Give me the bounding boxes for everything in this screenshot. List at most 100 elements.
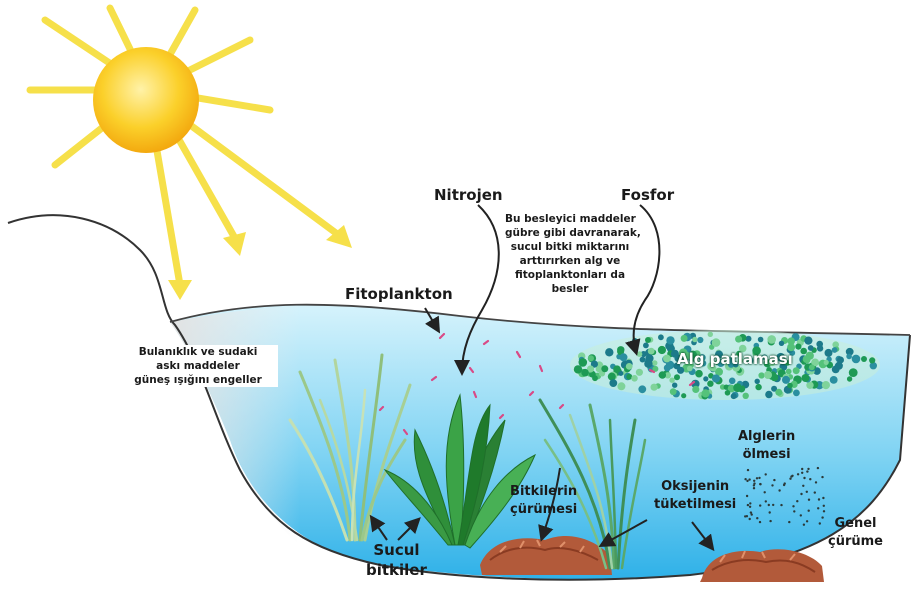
aquatic-plants-line: bitkiler: [366, 560, 427, 580]
dead-algae-dot: [749, 506, 751, 508]
algae-dot: [782, 376, 790, 384]
algae-dot: [640, 357, 646, 363]
dead-algae-dot: [818, 498, 820, 500]
aquatic-plants-label: Sucul bitkiler: [366, 540, 427, 580]
nutrient-note-line: besler: [505, 282, 635, 296]
algae-dot: [712, 374, 720, 382]
algae-dot: [824, 360, 829, 365]
algae-dot: [658, 334, 664, 340]
turbidity-note: Bulanıklık ve sudaki askı maddeler güneş…: [118, 345, 278, 387]
algae-dot: [672, 383, 677, 388]
dead-algae-dot: [806, 470, 808, 472]
algae-dot: [743, 393, 749, 399]
algae-dot: [746, 336, 752, 342]
algae-dot: [804, 337, 812, 345]
algae-dot: [708, 332, 713, 337]
algae-dot: [735, 336, 742, 343]
algae-dot: [702, 389, 710, 397]
dead-algae-dot: [759, 483, 761, 485]
algae-dot: [786, 369, 792, 375]
dead-algae-dot: [821, 516, 823, 518]
sun-rays: [30, 8, 352, 300]
dead-algae-dot: [764, 491, 766, 493]
dead-algae-dot: [809, 478, 811, 480]
algae-dot: [755, 384, 761, 390]
algae-dot: [733, 383, 742, 392]
algae-dot: [658, 346, 666, 354]
algae-dot: [758, 372, 764, 378]
algae-dot: [605, 348, 613, 356]
algae-death-line: ölmesi: [738, 446, 795, 464]
algae-dot: [830, 376, 838, 384]
algae-dot: [703, 376, 708, 381]
dead-algae-dot: [756, 477, 758, 479]
algae-dot: [802, 374, 810, 382]
plant-decay-line: çürümesi: [510, 501, 577, 519]
dead-algae-dot: [821, 476, 823, 478]
dead-algae-dot: [823, 505, 825, 507]
plant-decay-label: Bitkilerin çürümesi: [510, 483, 577, 519]
nutrient-note-line: sucul bitki miktarını: [505, 240, 635, 254]
algae-dot: [581, 369, 589, 377]
dead-algae-dot: [753, 487, 755, 489]
algae-dot: [852, 355, 861, 364]
algae-dot: [803, 355, 811, 363]
dead-algae-dot: [769, 520, 771, 522]
algae-dot: [637, 351, 643, 357]
dead-algae-dot: [756, 517, 758, 519]
dead-algae-dot: [771, 484, 773, 486]
dead-algae-dot: [768, 504, 770, 506]
algae-dot: [816, 341, 823, 348]
dead-algae-dot: [744, 478, 746, 480]
sun-icon: [93, 47, 199, 153]
dead-algae-dot: [806, 520, 808, 522]
dead-algae-dot: [749, 518, 751, 520]
dead-algae-dot: [746, 495, 748, 497]
algae-death-line: Alglerin: [738, 428, 795, 446]
algae-dot: [692, 386, 699, 393]
turbidity-note-line: Bulanıklık ve sudaki: [118, 345, 278, 359]
dead-algae-dot: [753, 484, 755, 486]
turbidity-note-line: askı maddeler: [118, 359, 278, 373]
algae-dot: [631, 375, 638, 382]
algae-dot: [725, 390, 731, 396]
dead-algae-dot: [817, 507, 819, 509]
dead-algae-dot: [793, 510, 795, 512]
nutrient-note-line: gübre gibi davranarak,: [505, 226, 635, 240]
algae-dot: [832, 347, 838, 353]
dead-algae-dot: [801, 472, 803, 474]
algae-dot: [669, 378, 674, 383]
algae-dot: [712, 338, 721, 347]
algae-dot: [806, 382, 813, 389]
algae-dot: [651, 384, 658, 391]
nutrient-note-line: fitoplanktonları da: [505, 268, 635, 282]
dead-algae-dot: [822, 497, 824, 499]
algae-dot: [809, 364, 815, 370]
dead-algae-dot: [780, 504, 782, 506]
dead-algae-dot: [750, 511, 752, 513]
algae-dot: [793, 390, 800, 397]
algae-dot: [822, 381, 830, 389]
dead-algae-dot: [747, 504, 749, 506]
algae-dot: [644, 360, 652, 368]
algae-dot: [847, 376, 852, 381]
phosphorus-label: Fosfor: [621, 186, 674, 204]
algae-dot: [846, 354, 852, 360]
turbidity-note-line: güneş ışığını engeller: [118, 373, 278, 387]
algae-dot: [613, 365, 621, 373]
dead-algae-dot: [819, 522, 821, 524]
dead-algae-dot: [801, 468, 803, 470]
dead-algae-dot: [758, 477, 760, 479]
dead-algae-dot: [772, 504, 774, 506]
dead-algae-dot: [808, 499, 810, 501]
algae-dot: [695, 370, 703, 378]
algae-dot: [793, 367, 800, 374]
algae-dot: [659, 371, 666, 378]
dead-algae-dot: [790, 475, 792, 477]
dead-algae-dot: [817, 467, 819, 469]
dead-algae-dot: [744, 515, 746, 517]
algae-dot: [825, 349, 833, 357]
algae-dot: [755, 379, 760, 384]
dead-algae-dot: [815, 481, 817, 483]
algae-dot: [681, 335, 688, 342]
